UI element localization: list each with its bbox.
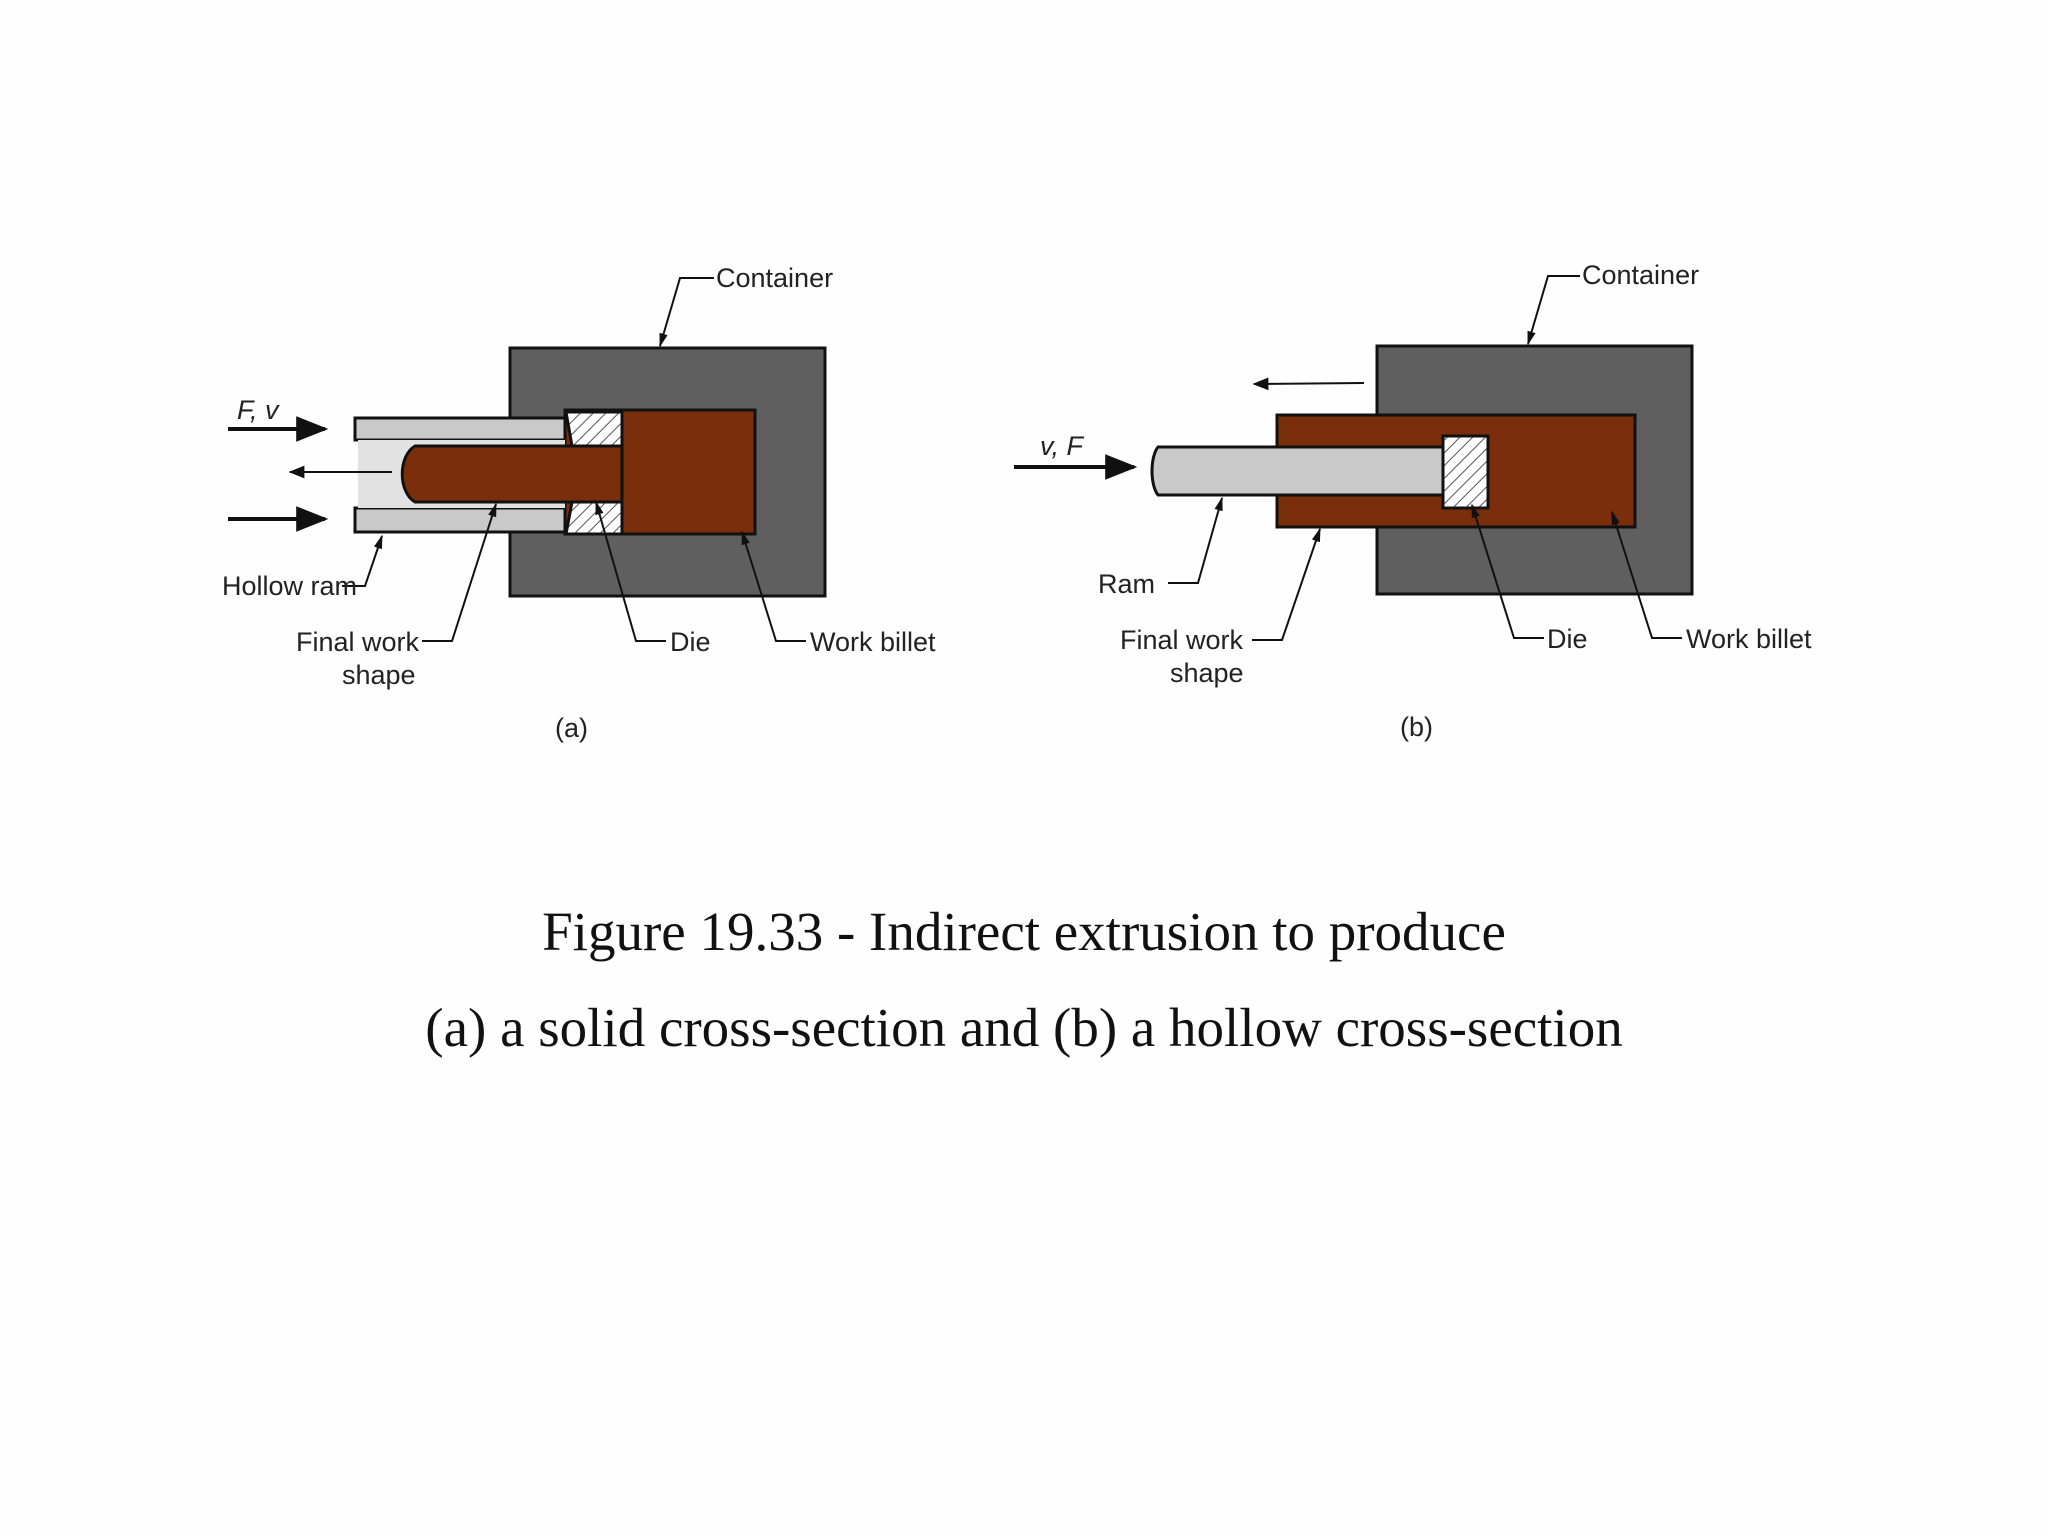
container-label-a: Container	[716, 263, 833, 293]
container-leader-b	[1527, 275, 1580, 346]
figure-caption-line2: (a) a solid cross-section and (b) a holl…	[425, 997, 1623, 1058]
final-work-label-b-line2: shape	[1170, 658, 1244, 688]
die-leader-a	[595, 500, 666, 642]
container-leader-a	[659, 277, 714, 348]
force-label-a: F, v	[237, 395, 280, 425]
work-billet-leader-a	[741, 530, 806, 642]
force-label-b: v, F	[1040, 431, 1084, 461]
die-a-top	[564, 410, 624, 448]
die-leader-b	[1471, 503, 1544, 639]
hollow-ram-bottom-wall	[353, 506, 567, 534]
final-work-leader-b	[1252, 527, 1321, 641]
extruded-shape-a	[400, 444, 624, 504]
panel-label-b: (b)	[1400, 712, 1433, 742]
die-b	[1441, 434, 1490, 510]
work-billet-label-b: Work billet	[1686, 624, 1812, 654]
work-billet-label-a: Work billet	[810, 627, 936, 657]
work-billet-leader-b	[1611, 510, 1682, 639]
hollow-ram-leader	[342, 534, 383, 587]
final-work-leader-a	[422, 502, 497, 642]
figure-b: v, F Container Ram Final work shape Die …	[1014, 260, 1812, 742]
die-label-b: Die	[1547, 624, 1588, 654]
panel-label-a: (a)	[555, 713, 588, 743]
figure-a: F, v Container Hollow ram Final work sha…	[222, 263, 936, 743]
ram-label-b: Ram	[1098, 569, 1155, 599]
hollow-ram-label: Hollow ram	[222, 571, 357, 601]
final-work-label-a-line1: Final work	[296, 627, 420, 657]
ram-leader	[1168, 496, 1223, 584]
hollow-ram-top-wall	[353, 416, 567, 442]
final-work-label-b-line1: Final work	[1120, 625, 1244, 655]
final-work-label-a-line2: shape	[342, 660, 416, 690]
extrusion-direction-arrow-b	[1252, 377, 1365, 391]
figure-caption-line1: Figure 19.33 - Indirect extrusion to pro…	[542, 901, 1506, 962]
die-label-a: Die	[670, 627, 711, 657]
die-a-bottom	[564, 500, 624, 536]
container-label-b: Container	[1582, 260, 1699, 290]
ram-b	[1150, 445, 1447, 497]
